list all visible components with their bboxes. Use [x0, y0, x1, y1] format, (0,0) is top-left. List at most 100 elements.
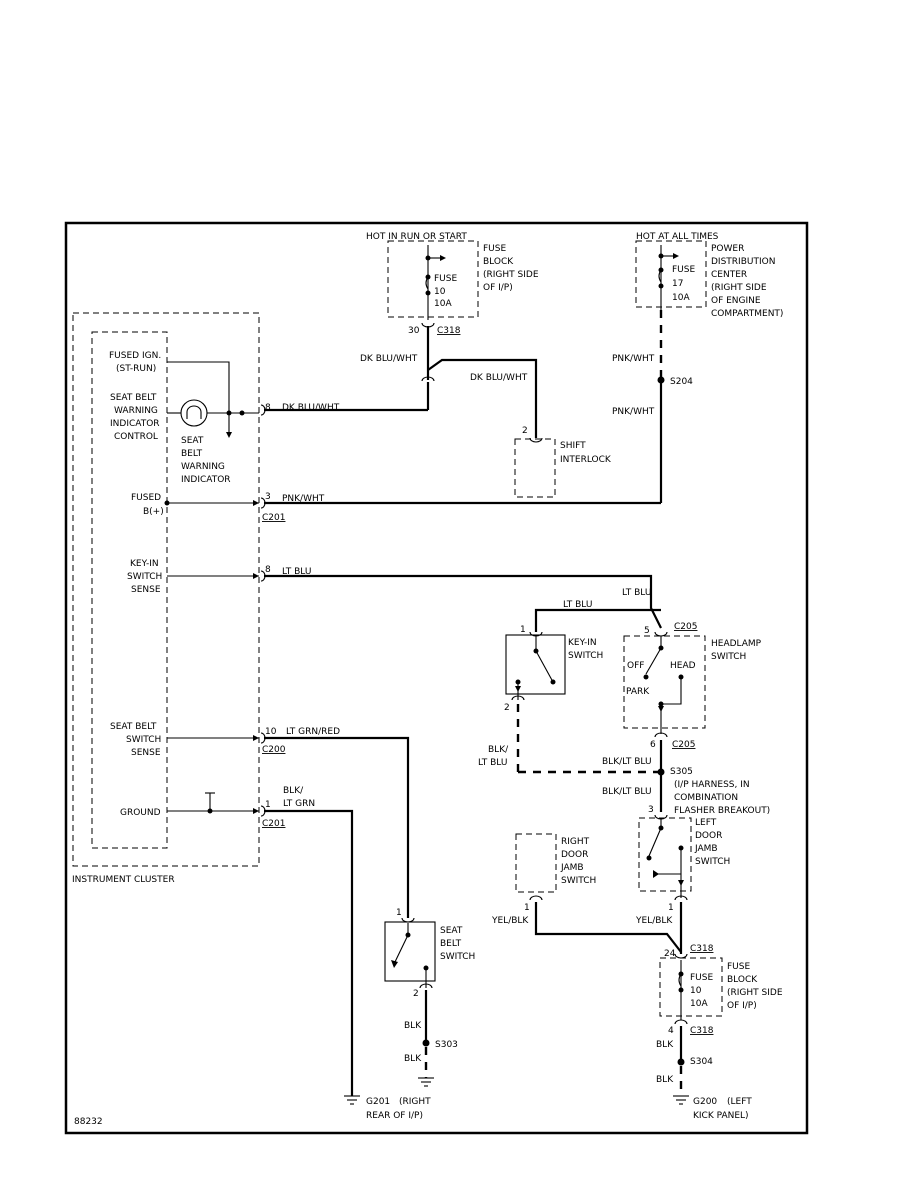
ground-g201-1: G201	[366, 1097, 390, 1107]
seat-belt-pin-bottom: 2	[413, 989, 419, 999]
instrument-cluster-inner	[91, 331, 168, 849]
wire-dk-blu-wht-3: DK BLU/WHT	[282, 403, 340, 413]
wire-yel-blk-1: YEL/BLK	[491, 916, 529, 926]
fuse-top-pin: 30	[408, 326, 420, 336]
figure-id: 88232	[74, 1117, 103, 1127]
wire-blk-1: BLK	[404, 1021, 422, 1031]
headlamp-conn-top: C205	[674, 622, 697, 632]
pdc-outline	[635, 240, 707, 308]
wire-blk-lt-grn-1: BLK/	[283, 786, 304, 796]
right-door-jamb-switch: RIGHT DOOR JAMB SWITCH 1	[515, 833, 596, 913]
right-door-jamb-outline	[515, 833, 557, 893]
ground-g201-icon	[344, 1095, 360, 1105]
fuse-block-bottom-name-3: (RIGHT SIDE	[727, 988, 783, 998]
shift-interlock-name-2: INTERLOCK	[560, 455, 612, 465]
key-in-sense-label-3: SENSE	[131, 585, 161, 595]
fuse-block-bottom-name-4: OF I/P)	[727, 1001, 757, 1011]
fuse-block-bottom-name-1: FUSE	[727, 962, 750, 972]
fuse-bottom-pin-top: 24	[664, 949, 676, 959]
headlamp-off: OFF	[627, 661, 644, 671]
power-distribution-center: HOT AT ALL TIMES FUSE 17 10A POWER DISTR…	[635, 232, 783, 319]
key-in-pin-top: 1	[520, 625, 526, 635]
left-door-pin-bottom: 1	[668, 903, 674, 913]
splice-s204-label: S204	[670, 377, 693, 387]
splice-s204	[657, 376, 665, 384]
pin-ltblu: 8	[265, 565, 271, 575]
seat-belt-switch-name-2: BELT	[440, 939, 462, 949]
splice-s305-label-1: S305	[670, 767, 693, 777]
key-in-switch: 1 KEY-IN SWITCH 2	[504, 625, 603, 713]
key-in-switch-outline	[505, 634, 566, 695]
wire-pnk-wht-1: PNK/WHT	[612, 354, 655, 364]
sb-switch-sense-label-1: SEAT BELT	[110, 722, 157, 732]
shift-interlock: 2 SHIFT INTERLOCK	[514, 426, 612, 498]
fuse-bottom-label: FUSE	[690, 973, 713, 983]
wire-blk-3: BLK	[656, 1040, 674, 1050]
instrument-cluster-outline	[72, 312, 260, 867]
headlamp-pin-top: 5	[644, 626, 650, 636]
wire-lt-blu-2: LT BLU	[622, 588, 651, 598]
pdc-name-2: DISTRIBUTION	[711, 257, 775, 267]
fuse-block-top-name-4: OF I/P)	[483, 283, 513, 293]
right-door-name-3: JAMB	[560, 863, 584, 873]
fused-ign-label-2: (ST-RUN)	[116, 364, 156, 374]
wire-dk-blu-wht-1: DK BLU/WHT	[360, 354, 418, 364]
right-door-name-4: SWITCH	[561, 876, 596, 886]
splice-s304	[677, 1058, 685, 1066]
wire-yel-blk-2: YEL/BLK	[635, 916, 673, 926]
fuse-bottom-number: 10	[690, 986, 702, 996]
headlamp-switch-name-1: HEADLAMP	[711, 639, 762, 649]
fuse-top-connector: C318	[437, 326, 461, 336]
left-door-jamb-outline	[638, 817, 692, 892]
right-door-pin: 1	[524, 903, 530, 913]
indicator-label-4: INDICATOR	[181, 475, 231, 485]
pdc-name-4: (RIGHT SIDE	[711, 283, 767, 293]
warning-lamp-icon	[180, 399, 208, 427]
pdc-fuse-number: 17	[672, 279, 683, 289]
headlamp-switch-name-2: SWITCH	[711, 652, 746, 662]
right-door-name-1: RIGHT	[561, 837, 590, 847]
key-in-sense-label-2: SWITCH	[127, 572, 162, 582]
fuse-block-top-outline	[387, 240, 479, 318]
pdc-name-1: POWER	[711, 244, 744, 254]
fuse-block-top-name-1: FUSE	[483, 244, 506, 254]
key-in-pin-bottom: 2	[504, 703, 510, 713]
ground-g201-2: (RIGHT	[399, 1097, 431, 1107]
splice-s305-label-4: FLASHER BREAKOUT)	[674, 806, 770, 816]
fuse-bottom-rating: 10A	[690, 999, 708, 1009]
ground-g201-3: REAR OF I/P)	[366, 1111, 423, 1121]
splice-s303-label: S303	[435, 1040, 458, 1050]
fuse-block-bottom: 24 C318 FUSE 10 10A FUSE BLOCK (RIGHT SI…	[659, 944, 783, 1036]
cluster-connectors: 8 3 C201 8 10 C200 1 C201	[260, 403, 286, 829]
seat-belt-ctrl-label-1: SEAT BELT	[110, 393, 157, 403]
ground-g200-icon	[673, 1095, 689, 1105]
fuse-top-number: 10	[434, 287, 446, 297]
pdc-name-6: COMPARTMENT)	[711, 309, 783, 319]
left-door-pin-top: 3	[648, 805, 654, 815]
fuse-block-bottom-outline	[659, 957, 723, 1017]
pdc-name-3: CENTER	[711, 270, 747, 280]
wire-blk-lt-grn-2: LT GRN	[283, 799, 315, 809]
wire-dk-blu-wht-2: DK BLU/WHT	[470, 373, 528, 383]
fuse-block-top-name-3: (RIGHT SIDE	[483, 270, 539, 280]
left-door-name-1: LEFT	[695, 818, 717, 828]
splice-s305-label-3: COMBINATION	[674, 793, 738, 803]
wire-pnk-wht-2: PNK/WHT	[612, 407, 655, 417]
pdc-fuse-label: FUSE	[672, 265, 695, 275]
shift-interlock-outline	[514, 438, 556, 498]
splice-s303	[422, 1039, 430, 1047]
wire-blk-lt-blu-1: BLK/LT BLU	[602, 757, 652, 767]
instrument-cluster-title: INSTRUMENT CLUSTER	[72, 875, 175, 885]
wire-blk-lt-blu-left-2: LT BLU	[478, 758, 507, 768]
wire-blk-2: BLK	[404, 1054, 422, 1064]
seat-belt-switch-name-1: SEAT	[440, 926, 463, 936]
fuse-block-top: HOT IN RUN OR START FUSE 10 10A FUSE BLO…	[366, 232, 539, 336]
headlamp-switch: 5 C205 OFF HEAD PARK HEADLAMP SWITCH 6 C…	[623, 622, 762, 750]
right-door-name-2: DOOR	[561, 850, 588, 860]
connector-c201-b: C201	[262, 819, 285, 829]
ground-g200-1: G200	[693, 1097, 717, 1107]
fuse-block-bottom-name-2: BLOCK	[727, 975, 758, 985]
wire-blk-lt-blu-2: BLK/LT BLU	[602, 787, 652, 797]
indicator-label-3: WARNING	[181, 462, 225, 472]
